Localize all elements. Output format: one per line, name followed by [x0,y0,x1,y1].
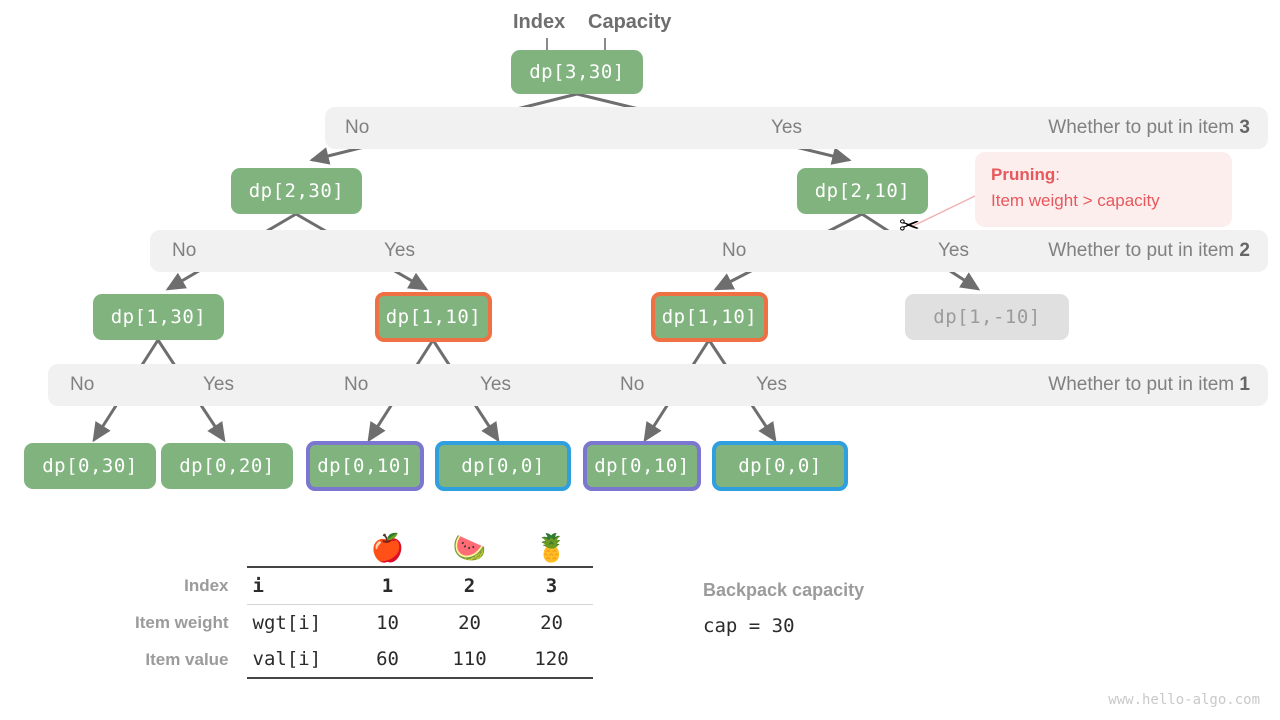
node-dp-3-30[interactable]: dp[3,30] [511,50,643,94]
cell-value-3: 120 [510,641,593,679]
cell-index-3: 3 [510,566,593,605]
band-item-2: No Yes No Yes Whether to put in item 2 [150,230,1268,272]
cell-code-weight: wgt[i] [246,604,347,641]
node-dp-0-0-left[interactable]: dp[0,0] [435,441,571,491]
band2-yes-1: Yes [384,240,415,261]
band2-yes-2: Yes [938,240,969,261]
band1-yes-3: Yes [756,374,787,395]
band1-yes-1: Yes [203,374,234,395]
band1-no-1: No [70,374,95,395]
items-table: 🍎 🍉 🍍 Index i 1 2 3 Item weight wgt[i] 1… [135,518,593,679]
cell-code-value: val[i] [246,641,347,679]
fruit-row-spacer [135,518,247,567]
table-row-weight: Item weight wgt[i] 10 20 20 [135,604,593,641]
band-item-3: No Yes Whether to put in item 3 [325,107,1268,149]
backpack-capacity-title: Backpack capacity [703,580,865,600]
cell-weight-1: 10 [346,604,429,641]
band2-no-1: No [172,240,197,261]
band2-question: Whether to put in item 2 [1048,240,1250,261]
node-dp-2-10[interactable]: dp[2,10] [797,168,928,214]
node-dp-1-30[interactable]: dp[1,30] [93,294,224,340]
cell-value-1: 60 [346,641,429,679]
scissors-icon: ✂ [899,212,920,240]
row-label-value: Item value [145,649,229,669]
node-dp-2-30[interactable]: dp[2,30] [231,168,362,214]
cell-index-1: 1 [346,566,429,605]
table-row-fruits: 🍎 🍉 🍍 [135,518,593,567]
band1-question: Whether to put in item 1 [1048,374,1250,395]
row-label-index: Index [184,575,229,595]
band1-no-3: No [620,374,645,395]
band3-yes-label: Yes [771,117,802,138]
node-dp-1-neg10[interactable]: dp[1,-10] [905,294,1069,340]
cell-value-2: 110 [428,641,511,679]
table-row-index: Index i 1 2 3 [135,566,593,605]
fruit-icon-watermelon: 🍉 [452,533,487,563]
node-dp-1-10-right[interactable]: dp[1,10] [651,292,768,342]
cell-code-index: i [246,566,347,605]
header-capacity-label: Capacity [588,11,672,33]
cell-index-2: 2 [428,566,511,605]
header-index-label: Index [513,11,566,33]
fruit-icon-pineapple: 🍍 [534,533,569,563]
pruning-title-line: Pruning: [991,165,1060,184]
band3-question: Whether to put in item 3 [1048,117,1250,138]
backpack-capacity-value: cap = 30 [703,615,795,637]
pruning-callout: Pruning: Item weight > capacity [975,152,1232,227]
cell-weight-3: 20 [510,604,593,641]
band1-yes-2: Yes [480,374,511,395]
fruit-icon-apple: 🍎 [370,533,405,563]
band2-no-2: No [722,240,747,261]
node-dp-1-10-left[interactable]: dp[1,10] [375,292,492,342]
pruning-reason: Item weight > capacity [991,191,1160,211]
band1-no-2: No [344,374,369,395]
table-row-value: Item value val[i] 60 110 120 [135,641,593,679]
node-dp-0-0-right[interactable]: dp[0,0] [712,441,848,491]
node-dp-0-10-right[interactable]: dp[0,10] [583,441,701,491]
band3-no-label: No [345,117,370,138]
node-dp-0-30[interactable]: dp[0,30] [24,443,156,489]
row-label-weight: Item weight [135,612,229,632]
band-item-1: No Yes No Yes No Yes Whether to put in i… [48,364,1268,406]
cell-weight-2: 20 [428,604,511,641]
watermark: www.hello-algo.com [1108,692,1260,708]
node-dp-0-20[interactable]: dp[0,20] [161,443,293,489]
node-dp-0-10-left[interactable]: dp[0,10] [306,441,424,491]
